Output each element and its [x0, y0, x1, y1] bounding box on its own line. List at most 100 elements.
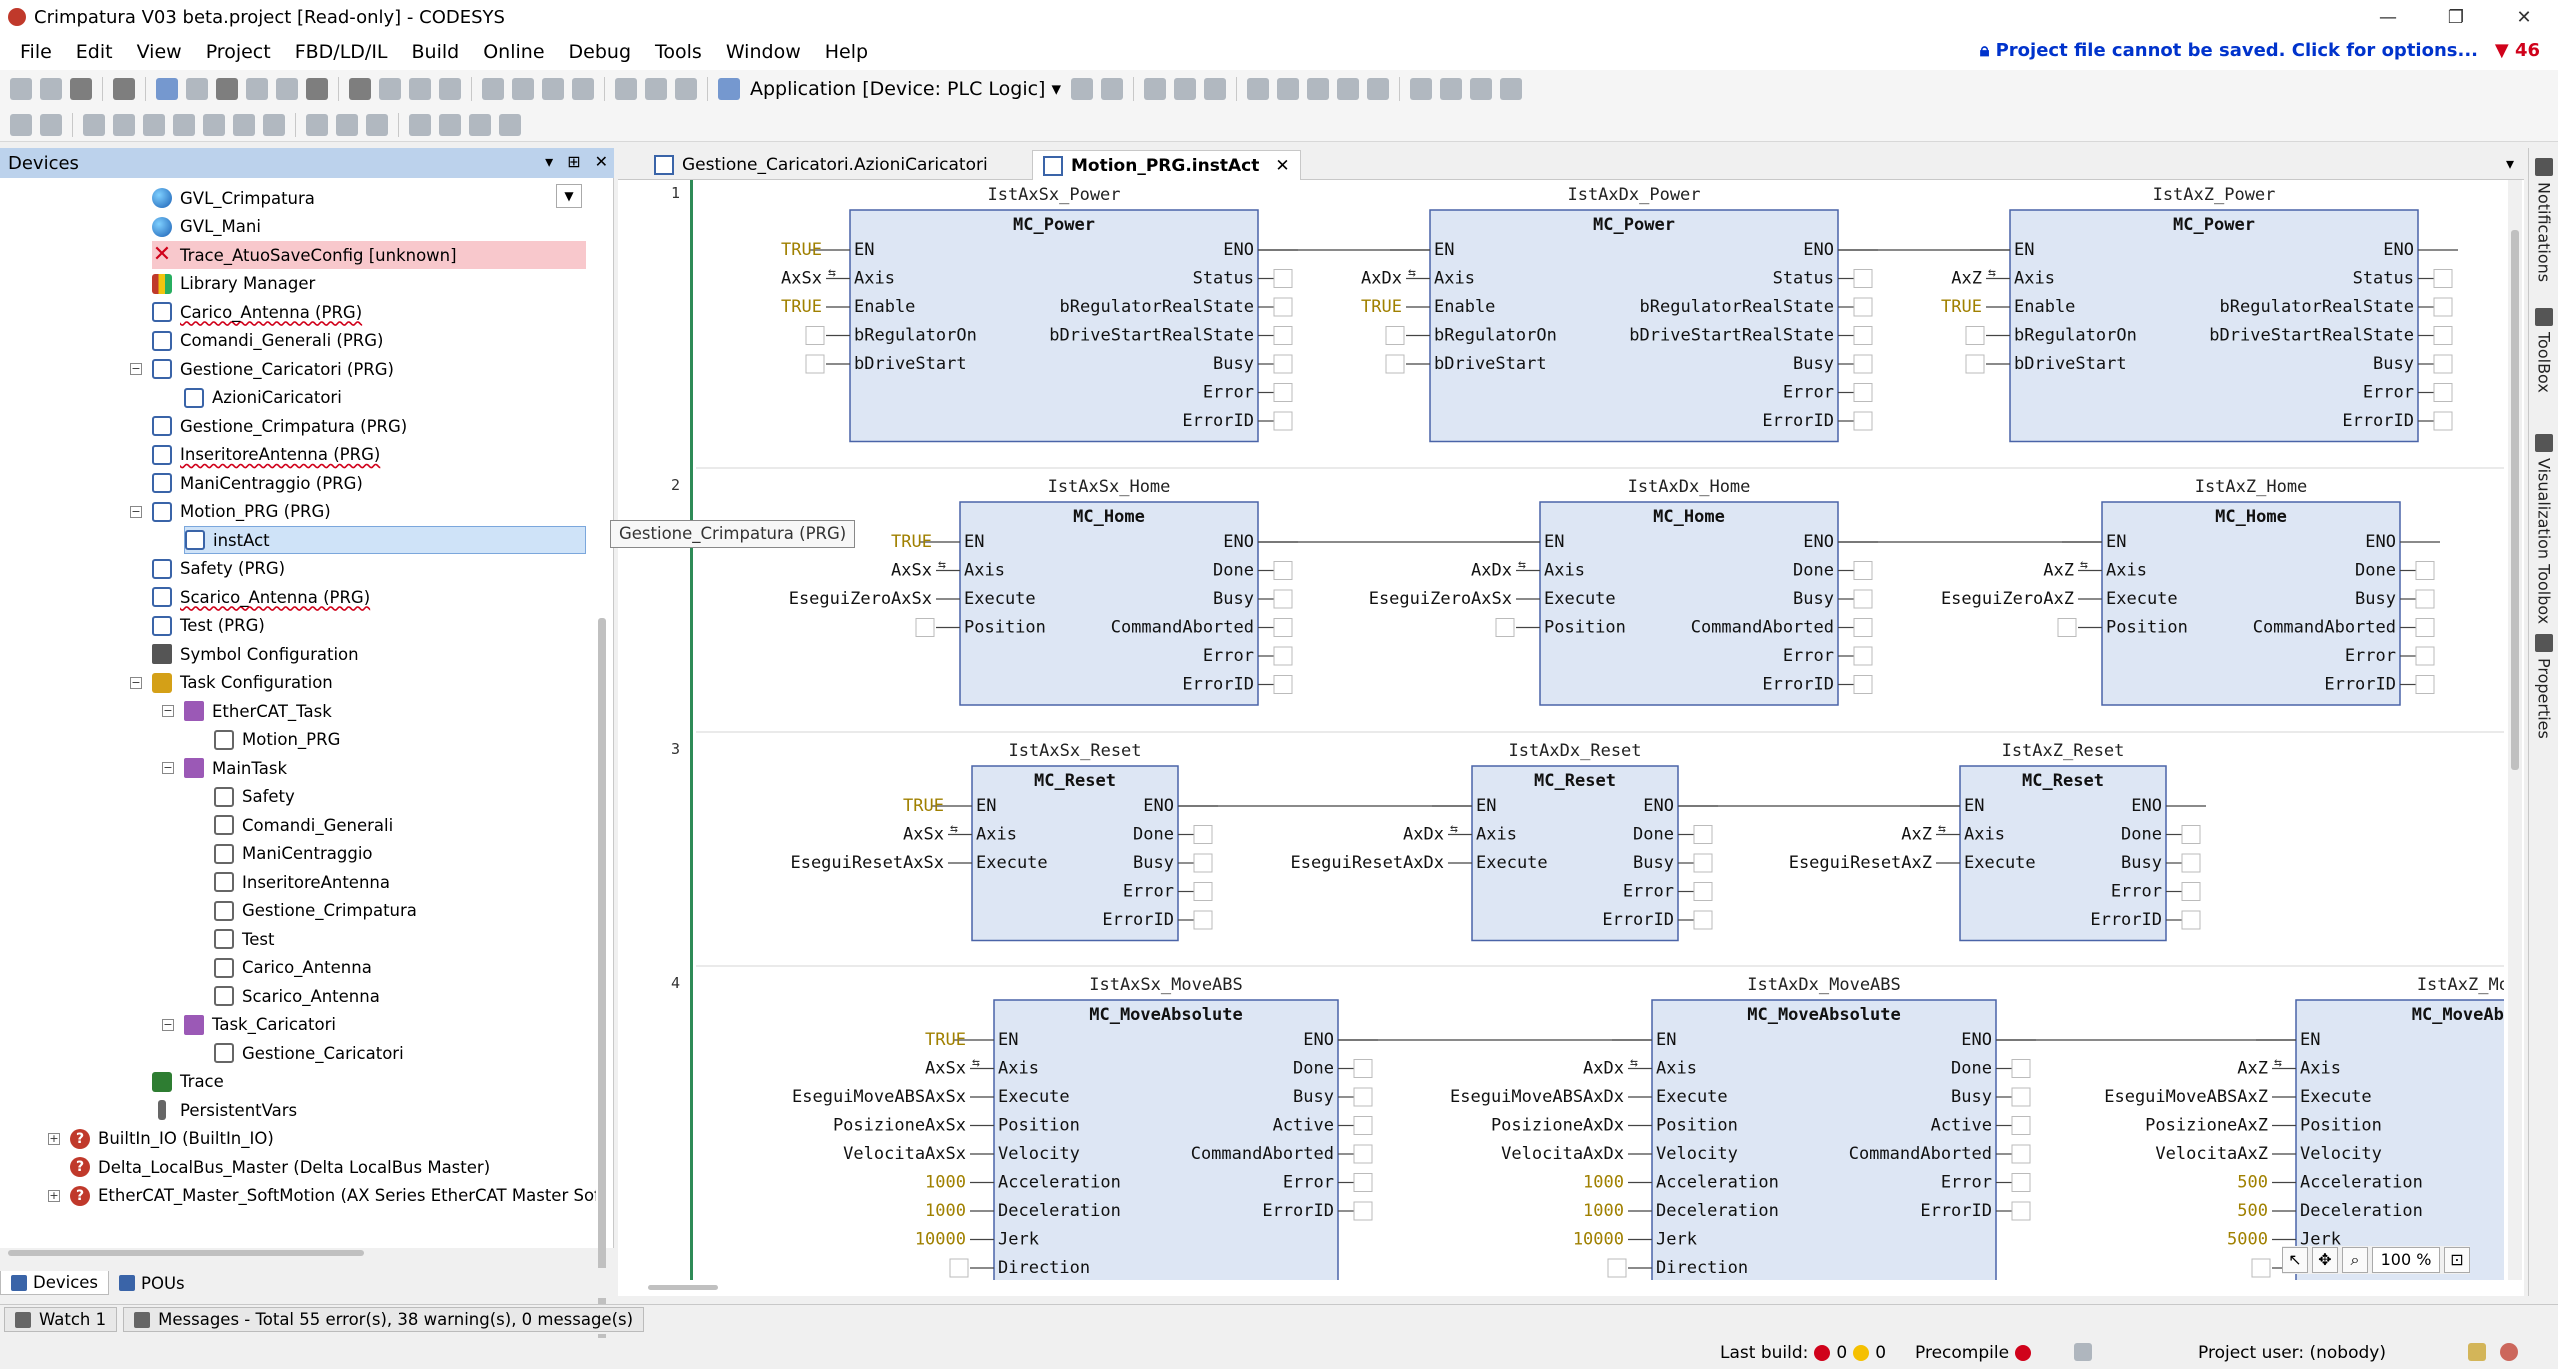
- force-values-icon[interactable]: [1440, 78, 1463, 100]
- tree-item[interactable]: GVL_Mani: [152, 213, 261, 241]
- scroll-thumb[interactable]: [2511, 230, 2519, 770]
- tree-expander[interactable]: −: [162, 1017, 174, 1031]
- network-below-icon[interactable]: [40, 113, 62, 136]
- tree-item[interactable]: Trace: [152, 1068, 224, 1096]
- negate-icon[interactable]: [409, 113, 431, 136]
- tree-item[interactable]: Test (PRG): [152, 612, 265, 640]
- panel-menu-button[interactable]: ▾: [545, 152, 554, 171]
- rail-tab-toolbox[interactable]: ToolBox: [2533, 308, 2555, 393]
- editor-tab-list-dropdown[interactable]: ▾: [2505, 154, 2514, 173]
- menu-view[interactable]: View: [136, 41, 182, 63]
- menu-project[interactable]: Project: [205, 41, 271, 63]
- tree-item[interactable]: ?Delta_LocalBus_Master (Delta LocalBus M…: [70, 1153, 490, 1181]
- insert-assignment-icon[interactable]: [113, 113, 135, 136]
- bookmark-icon[interactable]: [482, 78, 504, 100]
- error-filter-indicator[interactable]: ▼ 46: [2494, 40, 2540, 61]
- tree-item[interactable]: InseritoreAntenna (PRG): [152, 441, 380, 469]
- menu-window[interactable]: Window: [725, 41, 801, 63]
- minimize-button[interactable]: —: [2379, 6, 2397, 28]
- tree-item[interactable]: PersistentVars: [152, 1096, 297, 1124]
- tree-item[interactable]: Comandi_Generali: [214, 811, 393, 839]
- insert-box-icon[interactable]: [83, 113, 105, 136]
- tree-item[interactable]: ✕Trace_AtuoSaveConfig [unknown]: [152, 241, 586, 269]
- tree-item[interactable]: Gestione_Caricatori (PRG): [152, 355, 394, 383]
- menu-build[interactable]: Build: [411, 41, 460, 63]
- tree-item[interactable]: Carico_Antenna (PRG): [152, 298, 362, 326]
- set-reset-icon[interactable]: [469, 113, 491, 136]
- insert-input-icon[interactable]: [203, 113, 225, 136]
- tree-item[interactable]: instAct: [184, 526, 586, 554]
- scroll-thumb[interactable]: [648, 1285, 718, 1290]
- online-status-icon[interactable]: [2074, 1343, 2092, 1361]
- tree-item[interactable]: Safety (PRG): [152, 555, 285, 583]
- paste-icon[interactable]: [276, 78, 298, 100]
- tree-item[interactable]: Scarico_Antenna: [214, 982, 380, 1010]
- tree-item[interactable]: AzioniCaricatori: [184, 384, 342, 412]
- tree-expander[interactable]: −: [130, 504, 142, 518]
- logout-icon[interactable]: [1101, 78, 1124, 100]
- menu-edit[interactable]: Edit: [75, 41, 113, 63]
- tree-item[interactable]: Gestione_Caricatori: [214, 1039, 404, 1067]
- tree-item[interactable]: Comandi_Generali (PRG): [152, 327, 384, 355]
- breakpoint-icon[interactable]: [1247, 78, 1270, 100]
- undo-icon[interactable]: [156, 78, 178, 100]
- zoom-fit-icon[interactable]: ⊡: [2444, 1247, 2470, 1273]
- tree-item[interactable]: EtherCAT_Task: [184, 697, 332, 725]
- delete-icon[interactable]: [306, 78, 328, 100]
- tree-item[interactable]: ManiCentraggio (PRG): [152, 469, 363, 497]
- maximize-button[interactable]: ❐: [2447, 6, 2465, 28]
- tree-expander[interactable]: +: [48, 1188, 60, 1202]
- tree-item[interactable]: Motion_PRG: [214, 726, 340, 754]
- panel-dock-button[interactable]: ⊞: [567, 152, 581, 171]
- set-next-statement-icon[interactable]: [1410, 78, 1433, 100]
- save-icon[interactable]: [70, 78, 92, 100]
- menu-fbd-ld-il[interactable]: FBD/LD/IL: [294, 41, 388, 63]
- tree-item[interactable]: Symbol Configuration: [152, 640, 359, 668]
- bookmark-prev-icon[interactable]: [542, 78, 564, 100]
- insert-branch-icon[interactable]: [263, 113, 285, 136]
- tree-item[interactable]: Scarico_Antenna (PRG): [152, 583, 370, 611]
- active-application-select[interactable]: Application [Device: PLC Logic] ▾: [750, 78, 1062, 100]
- tree-item[interactable]: ManiCentraggio: [214, 840, 373, 868]
- tree-horizontal-scrollbar[interactable]: [8, 1250, 364, 1256]
- find-next-icon[interactable]: [379, 78, 401, 100]
- tab-devices[interactable]: Devices: [0, 1271, 110, 1295]
- tree-item[interactable]: Safety: [214, 783, 295, 811]
- tree-expander[interactable]: −: [162, 761, 174, 774]
- menu-online[interactable]: Online: [483, 41, 545, 63]
- redo-icon[interactable]: [186, 78, 208, 100]
- tree-item[interactable]: Library Manager: [152, 270, 315, 298]
- step-out-icon[interactable]: [1337, 78, 1360, 100]
- project-save-warning-link[interactable]: 🔒︎ Project file cannot be saved. Click f…: [1979, 40, 2478, 61]
- tree-item[interactable]: Motion_PRG (PRG): [152, 498, 331, 526]
- tree-item[interactable]: ?BuiltIn_IO (BuiltIn_IO): [70, 1125, 274, 1153]
- replace-icon[interactable]: [439, 78, 461, 100]
- tree-item[interactable]: Test: [214, 925, 275, 953]
- menu-help[interactable]: Help: [824, 41, 869, 63]
- security-icon[interactable]: [2468, 1343, 2518, 1361]
- tree-item[interactable]: Gestione_Crimpatura: [214, 897, 417, 925]
- run-icon[interactable]: [1144, 78, 1167, 100]
- tree-scope-dropdown[interactable]: ▼: [556, 184, 582, 208]
- bookmark-clear-icon[interactable]: [572, 78, 594, 100]
- tab-pous[interactable]: POUs: [109, 1272, 195, 1295]
- tree-item[interactable]: MainTask: [184, 754, 287, 782]
- flow-control-icon[interactable]: [1500, 78, 1523, 100]
- tree-item[interactable]: ?EtherCAT_Master_SoftMotion (AX Series E…: [70, 1182, 596, 1210]
- insert-set-coil-icon[interactable]: [366, 113, 388, 136]
- find-icon[interactable]: [349, 78, 371, 100]
- tree-item[interactable]: Gestione_Crimpatura (PRG): [152, 412, 407, 440]
- rail-tab-notifications[interactable]: Notifications: [2533, 158, 2555, 282]
- tab-gestione-caricatori-azioni[interactable]: Gestione_Caricatori.AzioniCaricatori: [644, 150, 998, 180]
- stop-icon[interactable]: [1174, 78, 1197, 100]
- rail-tab-properties[interactable]: Properties: [2533, 634, 2555, 739]
- tree-expander[interactable]: −: [162, 704, 174, 717]
- reset-icon[interactable]: [1204, 78, 1227, 100]
- print-icon[interactable]: [113, 78, 135, 100]
- window-list-icon[interactable]: [645, 78, 667, 100]
- copy-icon[interactable]: [246, 78, 268, 100]
- zoom-tool-icon[interactable]: ⌕: [2342, 1247, 2368, 1273]
- step-over-icon[interactable]: [1277, 78, 1300, 100]
- menu-tools[interactable]: Tools: [655, 41, 702, 63]
- tab-messages[interactable]: Messages - Total 55 error(s), 38 warning…: [123, 1307, 645, 1332]
